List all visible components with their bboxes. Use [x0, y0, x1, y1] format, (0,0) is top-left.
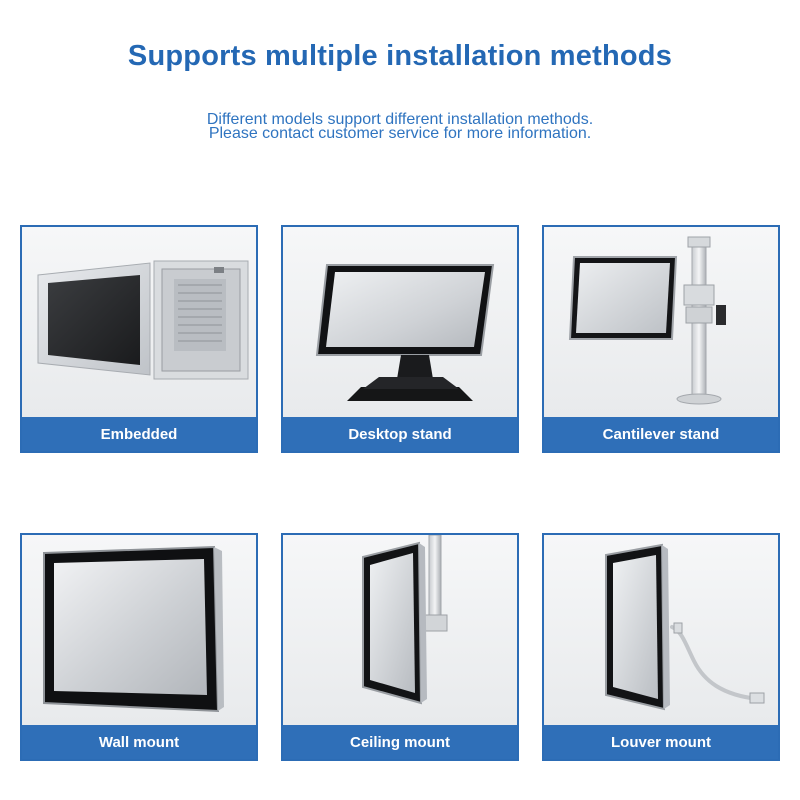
desktop-stand-image: [283, 227, 517, 419]
method-label: Embedded: [22, 417, 256, 451]
method-label: Ceiling mount: [283, 725, 517, 759]
method-card-embedded: Embedded: [20, 225, 258, 453]
method-label: Desktop stand: [283, 417, 517, 451]
subtitle-line-2: Please contact customer service for more…: [208, 125, 592, 142]
method-card-louver-mount: Louver mount: [542, 533, 780, 761]
louver-mount-image: [544, 535, 778, 727]
method-label: Wall mount: [22, 725, 256, 759]
embedded-panel-image: [22, 227, 256, 419]
wall-mount-image: [22, 535, 256, 727]
page-title: Supports multiple installation methods: [127, 40, 673, 72]
method-card-ceiling-mount: Ceiling mount: [281, 533, 519, 761]
cantilever-stand-image: [544, 227, 778, 419]
method-label: Cantilever stand: [544, 417, 778, 451]
ceiling-mount-image: [283, 535, 517, 727]
page-subtitle: Different models support different insta…: [0, 111, 800, 142]
method-label: Louver mount: [544, 725, 778, 759]
subtitle-line-1: Different models support different insta…: [206, 111, 594, 128]
method-card-desktop-stand: Desktop stand: [281, 225, 519, 453]
method-card-wall-mount: Wall mount: [20, 533, 258, 761]
method-card-cantilever-stand: Cantilever stand: [542, 225, 780, 453]
